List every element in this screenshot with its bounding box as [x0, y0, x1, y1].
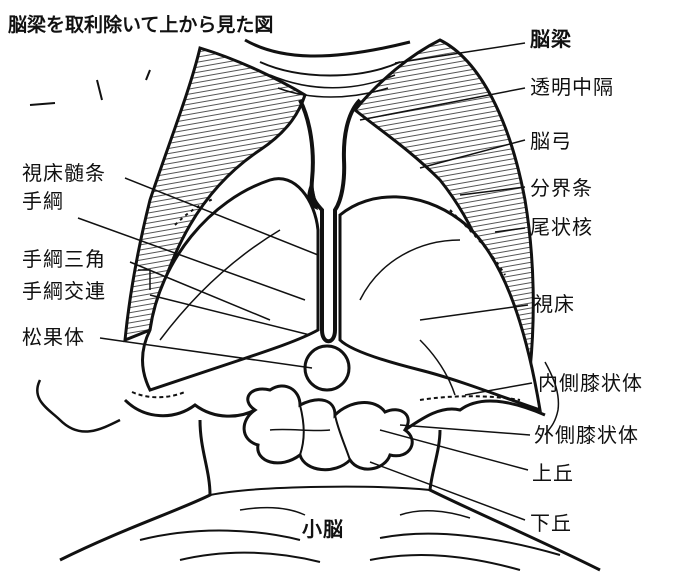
corpus-callosum-cut	[245, 40, 410, 56]
label-fornix: 脳弓	[530, 130, 572, 152]
label-stria-terminalis: 分界条	[530, 177, 593, 199]
label-inferior-colliculus: 下丘	[530, 512, 572, 534]
diagram-title: 脳梁を取利除いて上から見た図	[8, 14, 273, 36]
label-cerebellum: 小脳	[302, 518, 344, 540]
label-habenula: 手綱	[22, 190, 64, 212]
label-pineal-body: 松果体	[22, 326, 85, 348]
brainstem-left	[60, 420, 210, 560]
label-superior-colliculus: 上丘	[532, 462, 574, 484]
label-septum-pellucidum: 透明中隔	[530, 76, 614, 98]
lower-rim-left	[125, 400, 255, 416]
label-lateral-geniculate: 外側膝状体	[534, 424, 639, 446]
label-medial-geniculate: 内側膝状体	[538, 372, 643, 394]
colliculi	[244, 386, 412, 470]
cerebellum-folia	[140, 531, 300, 540]
label-thalamus: 視床	[533, 293, 575, 315]
label-corpus-callosum: 脳梁	[530, 28, 572, 50]
label-habenular-commissure: 手綱交連	[22, 280, 106, 302]
label-stria-medullaris: 視床髄条	[22, 162, 106, 184]
label-caudate-nucleus: 尾状核	[530, 216, 593, 238]
left-outer-fragment	[37, 380, 120, 432]
label-habenular-trigone: 手綱三角	[22, 248, 106, 270]
